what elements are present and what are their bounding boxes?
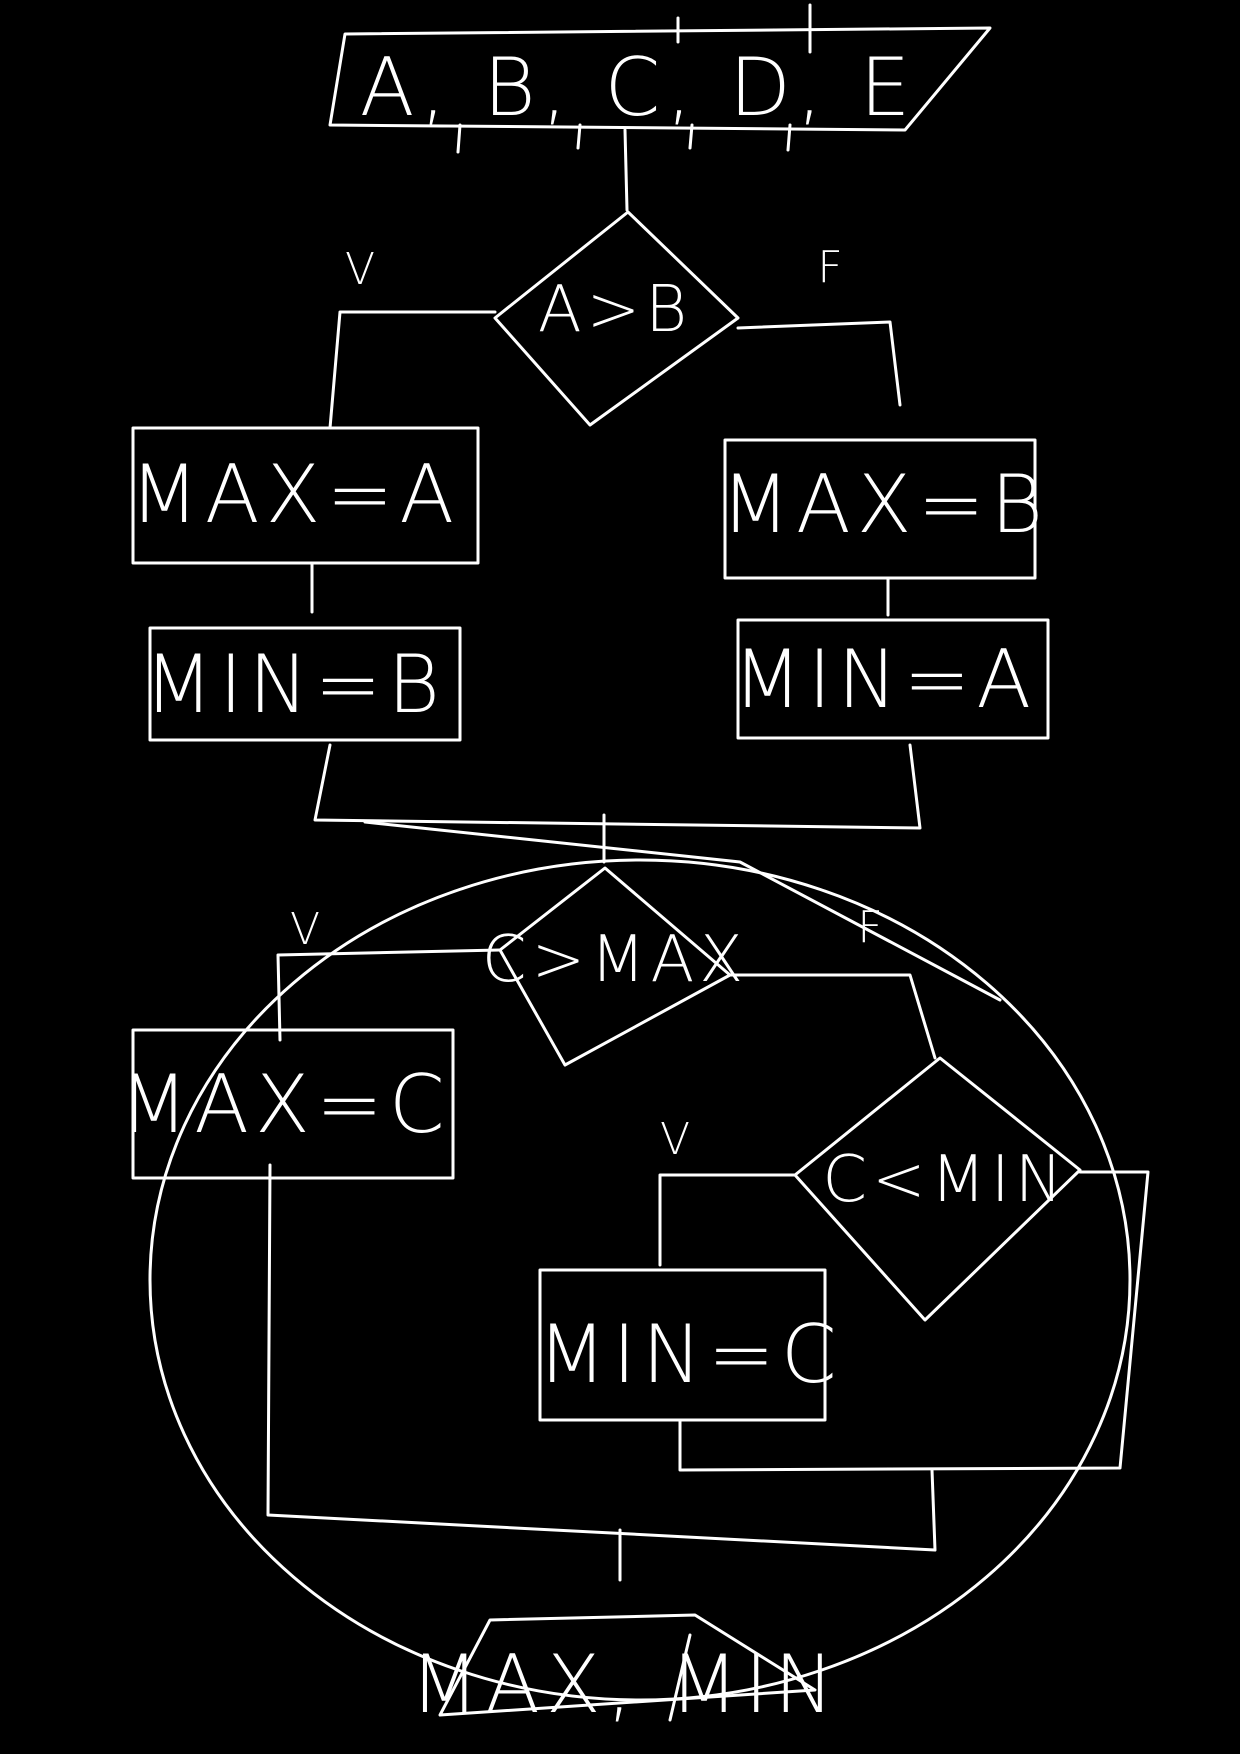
box-right-max-b	[723, 438, 1037, 580]
branch-true-label-2: V	[289, 904, 321, 955]
box-left-min-b	[148, 626, 462, 742]
decision-cmax-diamond	[498, 866, 732, 1067]
right-max-b-label: MAX=B	[721, 458, 1049, 551]
left-min-b-label: MIN=B	[144, 638, 446, 731]
branch-false-label-1: F	[817, 242, 843, 293]
decision-cmin-label: C<MIN	[822, 1143, 1068, 1217]
left-max-c-label: MAX=C	[119, 1058, 451, 1151]
branch-false-label-2: F	[857, 902, 883, 953]
left-max-a-label: MAX=A	[129, 448, 461, 541]
decision-cmax-label: C>MAX	[481, 923, 749, 997]
input-label: A, B, C, D, E	[359, 41, 917, 134]
branch-true-label-1: V	[344, 244, 376, 295]
branch-true-label-3: V	[659, 1114, 691, 1165]
output-parallelogram	[438, 1613, 817, 1717]
box-right-min-a	[736, 618, 1050, 740]
decision-ab-label: A>B	[537, 273, 693, 347]
decision-cmin-diamond	[793, 1056, 1082, 1322]
box-left-max-c	[131, 1028, 455, 1180]
min-c-label: MIN=C	[537, 1308, 843, 1401]
input-parallelogram	[328, 26, 992, 132]
loop-ellipse	[148, 858, 1132, 1702]
right-min-a-label: MIN=A	[732, 633, 1038, 726]
decision-ab-diamond	[493, 210, 740, 427]
output-label: MAX, MIN	[410, 1638, 840, 1731]
box-min-c	[538, 1268, 827, 1422]
box-left-max-a	[131, 426, 480, 565]
